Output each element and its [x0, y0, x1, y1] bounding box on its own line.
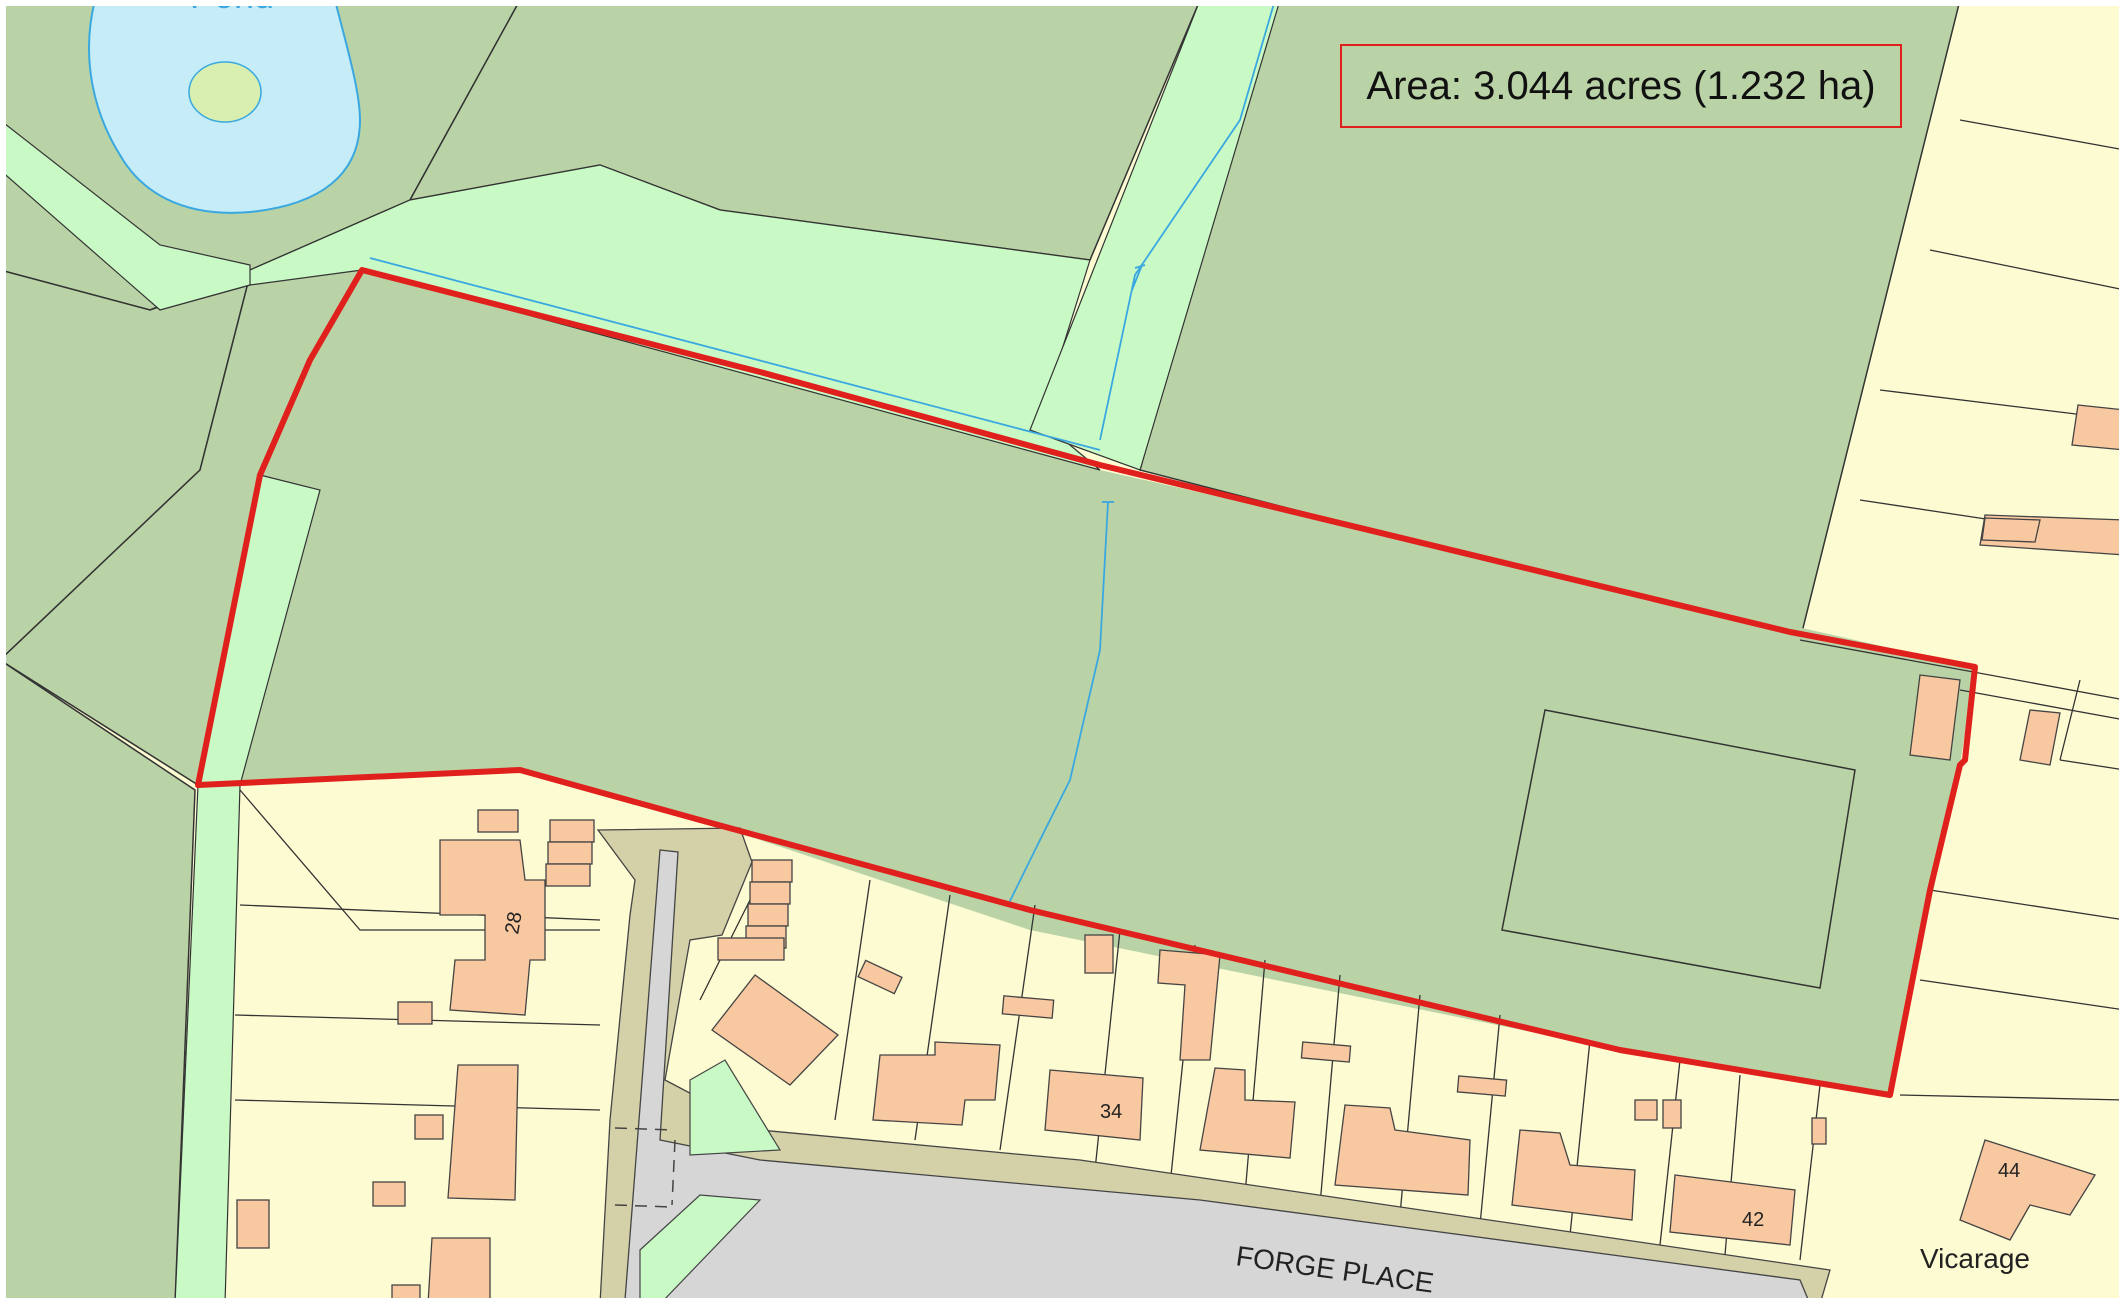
building	[872, 1041, 1001, 1126]
verge-green-south	[639, 1194, 762, 1304]
building	[372, 1181, 406, 1207]
building	[1001, 995, 1055, 1019]
building	[1511, 1129, 1636, 1221]
building	[236, 1199, 270, 1249]
building	[711, 974, 839, 1086]
footpath-strip-vertical	[1029, 0, 1281, 471]
house-number-34: 34	[1100, 1101, 1122, 1123]
buildings	[236, 404, 2125, 1304]
building	[1084, 934, 1114, 974]
site-boundary	[195, 267, 1978, 1098]
building	[2019, 709, 2061, 766]
garages-east	[717, 859, 793, 961]
building	[427, 1237, 491, 1304]
road-dashes	[614, 1127, 676, 1208]
building	[397, 1001, 433, 1025]
building	[414, 1114, 444, 1140]
road-network	[596, 827, 1831, 1304]
building	[1199, 1067, 1296, 1159]
building	[1456, 1075, 1508, 1097]
garages-west	[545, 819, 595, 887]
building-34	[1044, 1069, 1144, 1141]
building	[1634, 1099, 1658, 1121]
ditch-line	[369, 257, 1101, 451]
building-42	[1669, 1174, 1796, 1246]
pond-island	[188, 61, 262, 123]
vicarage-label: Vicarage	[1920, 1243, 2030, 1274]
building-44	[1959, 1139, 2096, 1241]
building	[1811, 1117, 1827, 1145]
building-28	[439, 839, 546, 1016]
building	[1662, 1099, 1682, 1129]
verge-green-north	[689, 1059, 782, 1156]
house-number-44: 44	[1998, 1160, 2020, 1182]
building	[1909, 674, 1961, 761]
area-label: Area: 3.044 acres (1.232 ha)	[1366, 63, 1876, 108]
watercourse	[369, 0, 1276, 906]
field-parcels	[0, 0, 1975, 1304]
house-number-42: 42	[1742, 1209, 1764, 1231]
building	[2071, 404, 2125, 451]
house-number-28: 28	[501, 910, 527, 936]
court-outline	[1501, 709, 1856, 989]
stream-flow-arrow	[1131, 264, 1146, 291]
stream-site	[1007, 501, 1109, 906]
building	[477, 809, 519, 833]
area-label-box: Area: 3.044 acres (1.232 ha)	[1340, 44, 1902, 128]
stream-north	[1099, 0, 1276, 441]
building	[857, 959, 903, 995]
building	[1300, 1041, 1352, 1063]
application-site-fill	[198, 270, 1975, 1095]
building	[1334, 1104, 1471, 1196]
field-southwest	[0, 659, 196, 1304]
building	[1981, 517, 2041, 543]
building	[447, 1064, 519, 1201]
path-strip-northwest	[0, 119, 251, 311]
